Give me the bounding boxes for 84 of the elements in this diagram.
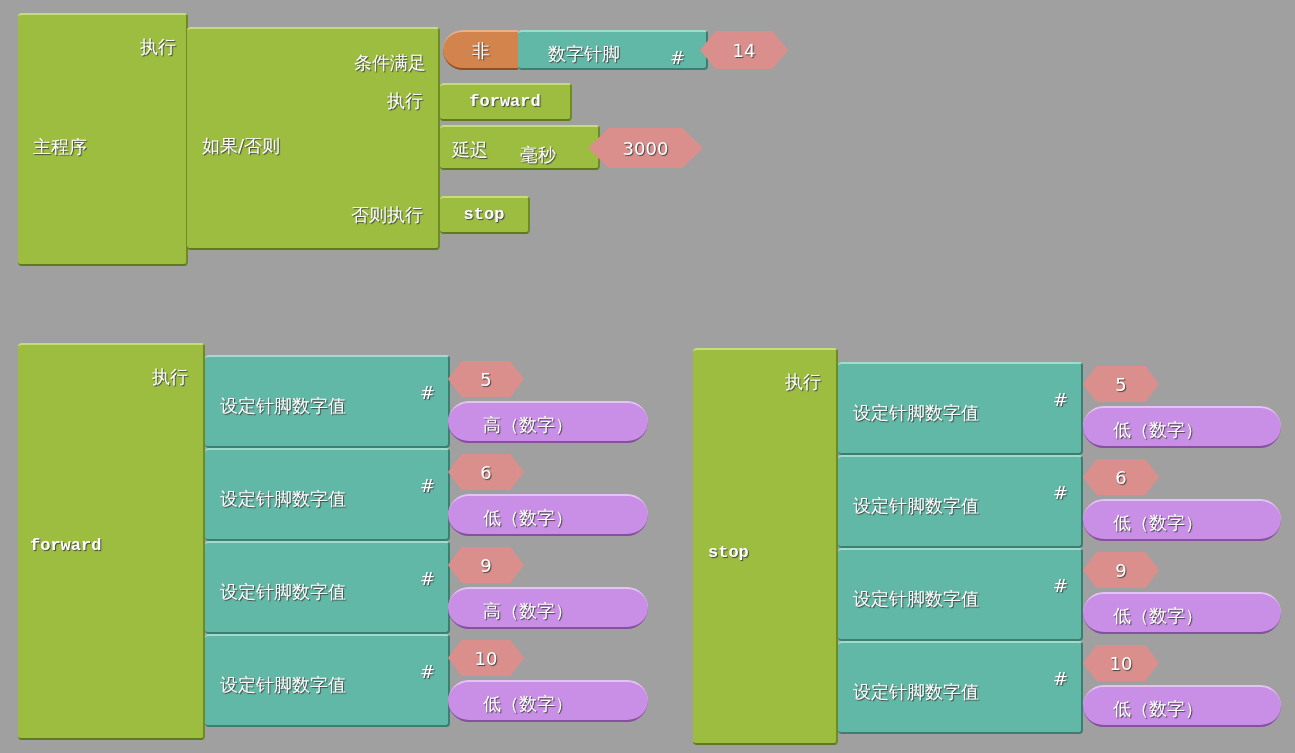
block-label: 设定针脚数字值	[220, 673, 346, 697]
block-label: 设定针脚数字值	[853, 494, 979, 518]
block-label: 设定针脚数字值	[220, 487, 346, 511]
block-label: stop	[463, 204, 505, 227]
block-label: 主程序	[33, 135, 87, 159]
block-label: 9	[1115, 558, 1127, 583]
block-label: 毫秒	[520, 143, 556, 167]
value-pill	[448, 680, 648, 722]
subroutine-block	[18, 343, 205, 740]
block-label: #	[420, 474, 436, 498]
block-label: 如果/否则	[202, 134, 281, 158]
block-label: forward	[30, 535, 102, 557]
block-label: stop	[708, 542, 749, 564]
number-value	[448, 547, 524, 583]
set-pin-block	[838, 455, 1083, 548]
block-label: #	[1053, 574, 1069, 598]
statement-block	[440, 196, 530, 234]
block-label: 10	[1109, 651, 1133, 676]
set-pin-block	[838, 362, 1083, 455]
number-value	[448, 361, 524, 397]
number-value	[1083, 366, 1159, 402]
number-value	[1083, 645, 1159, 681]
block-label: 6	[1115, 465, 1127, 490]
set-pin-block	[838, 548, 1083, 641]
block-label: #	[1053, 481, 1069, 505]
block-label: 5	[1115, 372, 1127, 397]
number-value	[1083, 459, 1159, 495]
digital-pin-block	[518, 30, 708, 70]
value-pill	[1083, 592, 1281, 634]
block-label: 低（数字）	[1113, 511, 1203, 535]
block-label: 延迟	[452, 138, 488, 162]
block-label: 低（数字）	[483, 692, 573, 716]
block-label: 低（数字）	[483, 506, 573, 530]
block-label: 执行	[387, 89, 423, 113]
not-block	[443, 30, 518, 70]
block-label: #	[420, 660, 436, 684]
block-label: 设定针脚数字值	[220, 580, 346, 604]
subroutine-block	[693, 348, 838, 745]
block-label: 6	[480, 460, 492, 485]
block-label: 执行	[152, 365, 188, 389]
block-label: 否则执行	[351, 203, 423, 227]
value-pill	[448, 494, 648, 536]
set-pin-block	[205, 634, 450, 727]
block-label: 执行	[785, 370, 821, 394]
value-pill	[448, 401, 648, 443]
statement-block	[440, 83, 572, 121]
block-label: 设定针脚数字值	[220, 394, 346, 418]
block-label: 低（数字）	[1113, 418, 1203, 442]
block-label: 非	[471, 38, 490, 63]
block-label: 14	[732, 38, 756, 63]
block-label: 设定针脚数字值	[853, 587, 979, 611]
block-label: 9	[480, 553, 492, 578]
value-pill	[448, 587, 648, 629]
block-label: #	[670, 46, 686, 70]
block-label: 数字针脚	[548, 42, 620, 66]
number-value	[1083, 552, 1159, 588]
block-label: #	[1053, 667, 1069, 691]
value-pill	[1083, 406, 1281, 448]
value-pill	[1083, 499, 1281, 541]
set-pin-block	[205, 448, 450, 541]
block-label: 设定针脚数字值	[853, 401, 979, 425]
block-label: 高（数字）	[483, 599, 573, 623]
block-label: 设定针脚数字值	[853, 680, 979, 704]
set-pin-block	[205, 541, 450, 634]
block-label: 低（数字）	[1113, 604, 1203, 628]
set-pin-block	[838, 641, 1083, 734]
block-label: 10	[474, 646, 498, 671]
block-label: #	[420, 381, 436, 405]
block-label: #	[1053, 388, 1069, 412]
program-block	[18, 13, 188, 266]
block-label: #	[420, 567, 436, 591]
block-label: 3000	[622, 136, 669, 161]
block-label: 5	[480, 367, 492, 392]
number-value	[448, 454, 524, 490]
number-value	[448, 640, 524, 676]
value-pill	[1083, 685, 1281, 727]
block-label: 执行	[140, 35, 176, 59]
block-label: 低（数字）	[1113, 697, 1203, 721]
set-pin-block	[205, 355, 450, 448]
block-label: 高（数字）	[483, 413, 573, 437]
block-label: 条件满足	[354, 51, 426, 75]
delay-block	[440, 125, 600, 170]
if-else-block	[187, 27, 440, 250]
block-label: forward	[469, 91, 541, 114]
